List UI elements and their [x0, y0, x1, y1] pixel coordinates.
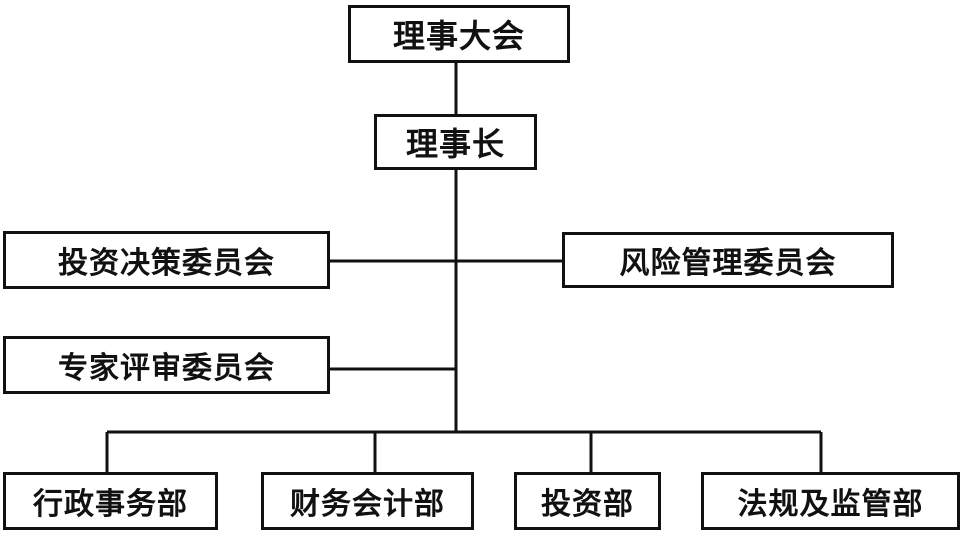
node-admin-dept: 行政事务部 [3, 472, 218, 530]
node-invest-committee: 投资决策委员会 [3, 231, 330, 289]
node-assembly: 理事大会 [348, 5, 570, 63]
node-risk-committee: 风险管理委员会 [562, 232, 894, 288]
node-invest-dept: 投资部 [514, 472, 661, 530]
node-chairman: 理事长 [374, 114, 537, 170]
node-finance-dept: 财务会计部 [261, 472, 474, 530]
node-expert-committee: 专家评审委员会 [3, 336, 330, 394]
node-legal-dept: 法规及监管部 [701, 472, 960, 530]
